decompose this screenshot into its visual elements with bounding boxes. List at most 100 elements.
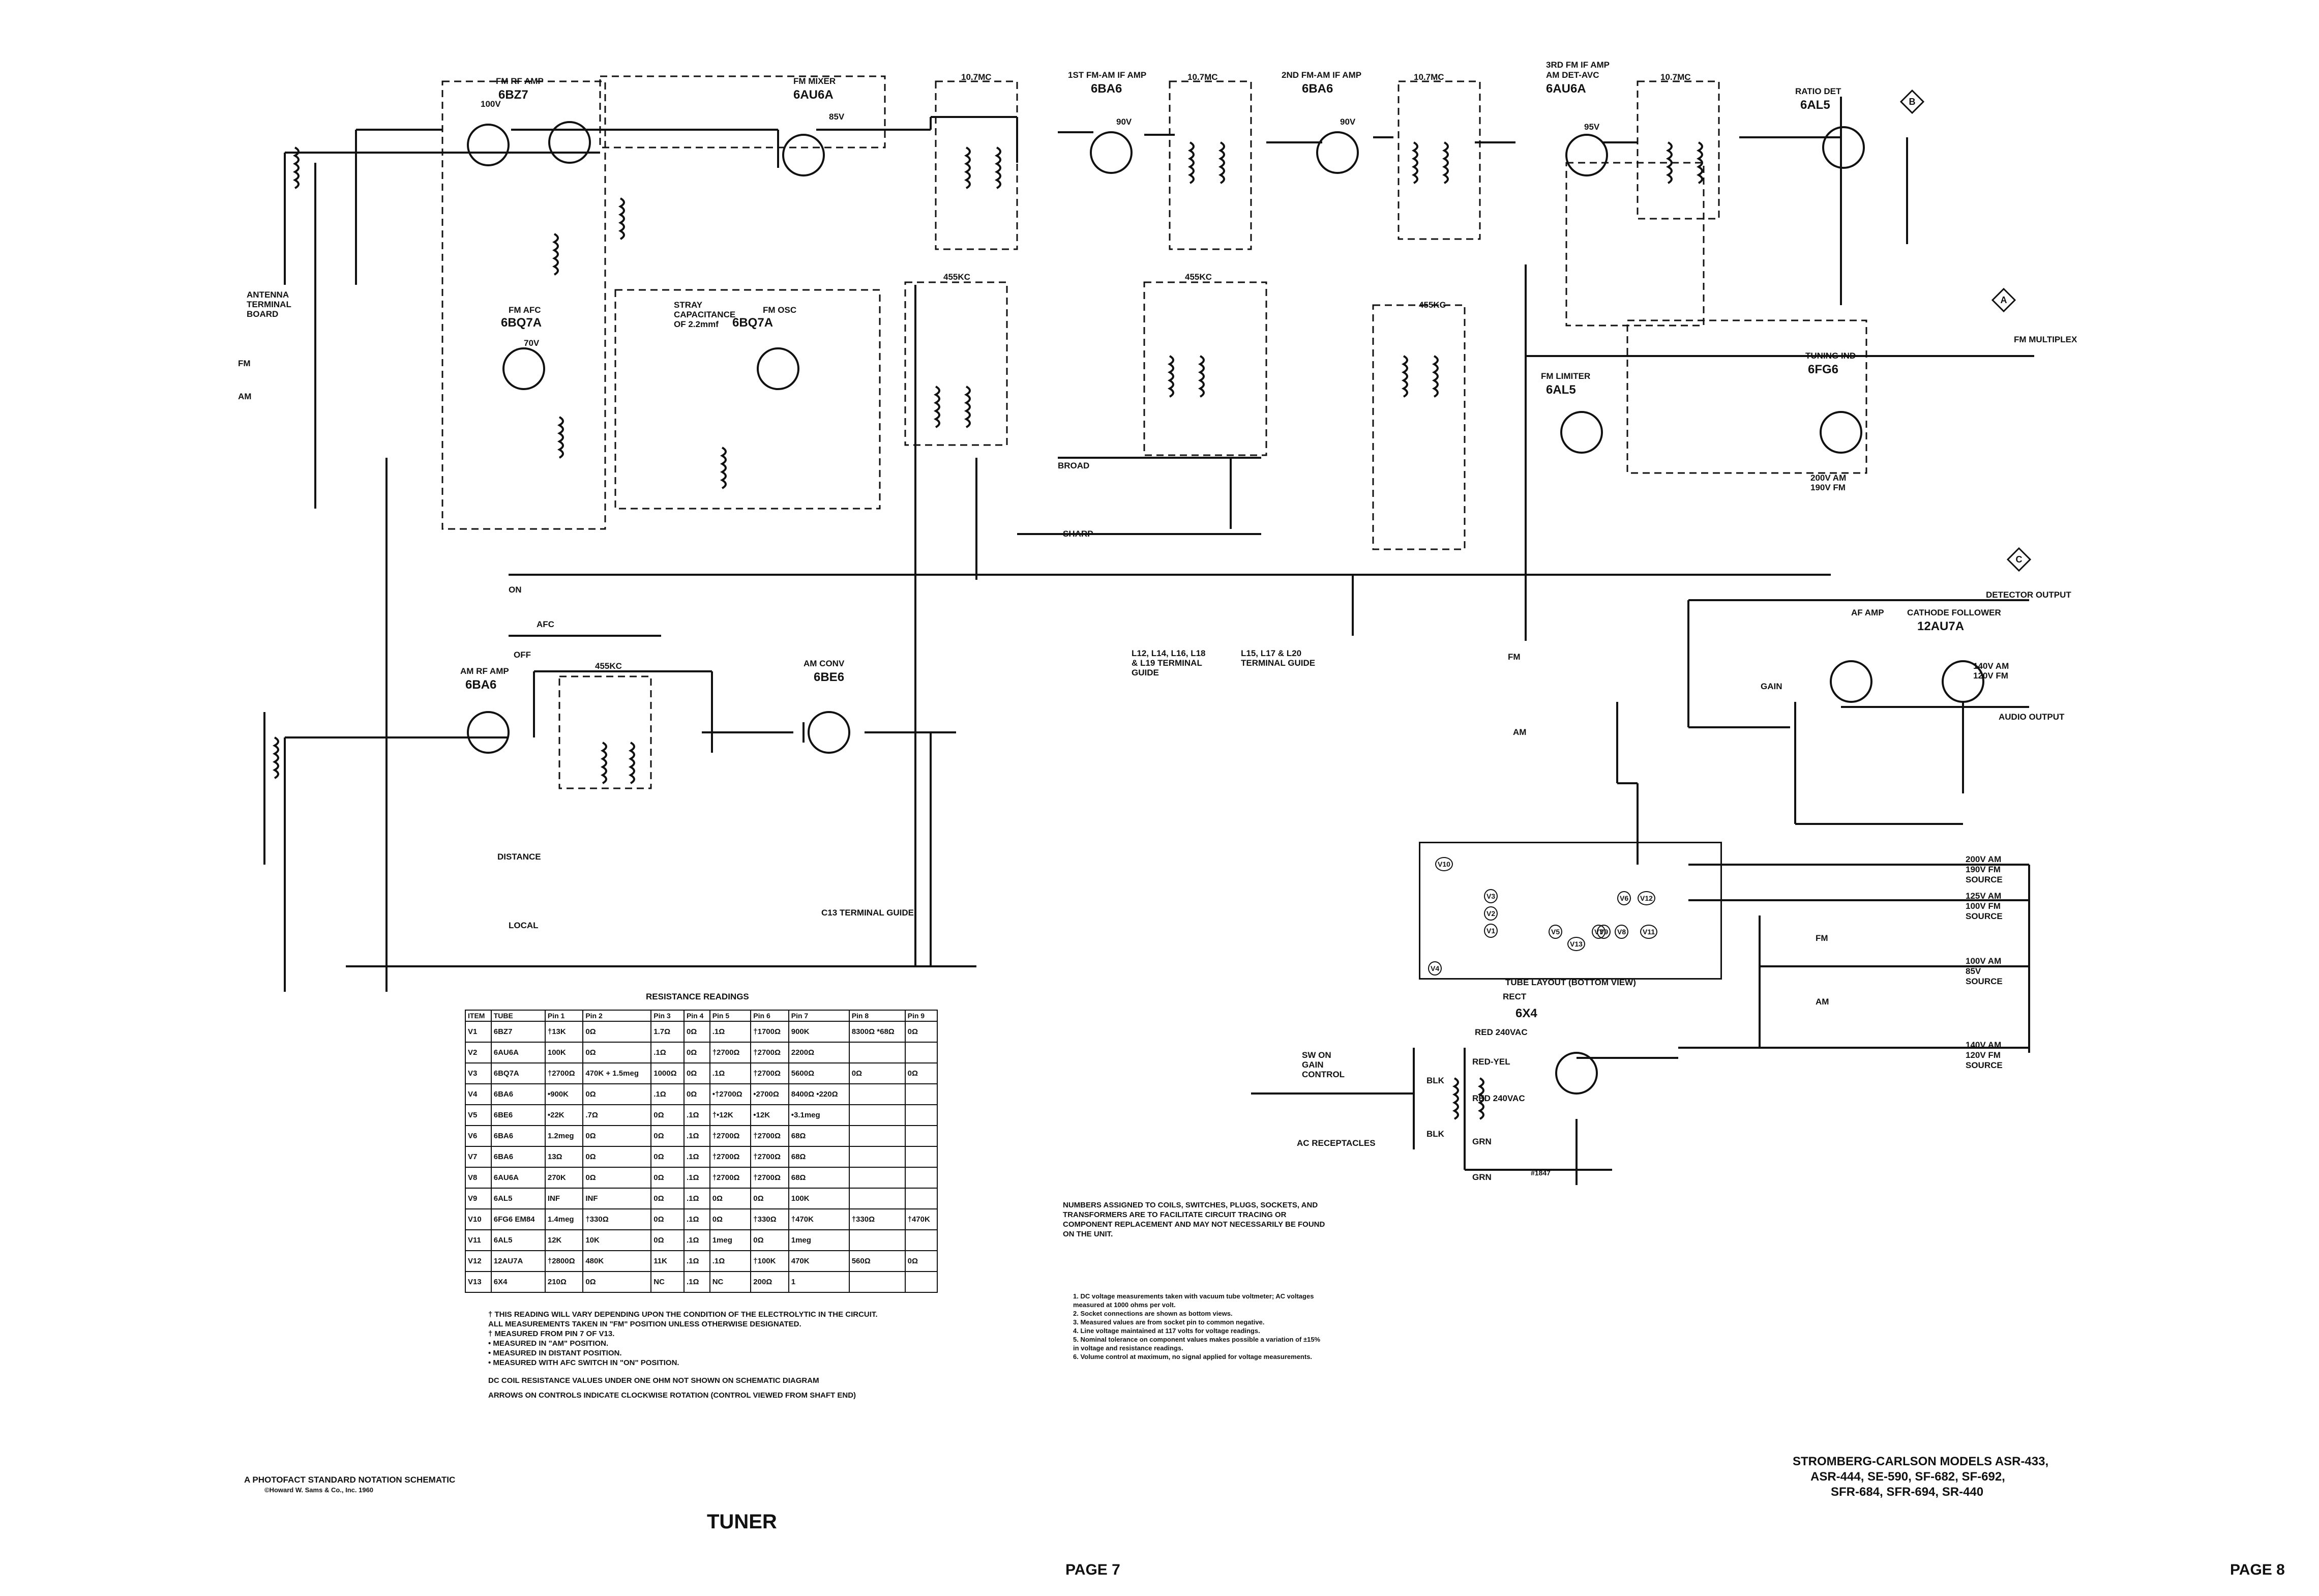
res-cell: †2700Ω: [750, 1146, 789, 1168]
res-cell: 5600Ω: [788, 1062, 850, 1084]
v9-tube-envelope: [1560, 411, 1603, 454]
coil-winding: [1218, 141, 1225, 184]
res-cell: 0Ω: [650, 1188, 685, 1209]
v1-type: 6BZ7: [498, 88, 528, 102]
fm-osc-label: FM OSC: [763, 305, 797, 315]
measurement-note: 2. Socket connections are shown as botto…: [1073, 1310, 1233, 1317]
res-cell: [848, 1083, 906, 1105]
res-cell: [848, 1042, 906, 1063]
page-7-label: PAGE 7: [1065, 1561, 1120, 1578]
res-cell: NC: [709, 1271, 752, 1293]
res-header-cell: TUBE: [490, 1010, 546, 1022]
tube-layout-socket: V2: [1484, 906, 1498, 921]
v3b-type: 6BQ7A: [732, 316, 774, 330]
signal-marker-shape: [2006, 547, 2032, 572]
if-455-3-label: 455KC: [1419, 300, 1446, 310]
table-note: • MEASURED IN "AM" POSITION.: [488, 1339, 609, 1348]
coil-winding: [1452, 1077, 1459, 1120]
v12-type: 12AU7A: [1917, 619, 1965, 633]
coil-winding: [1442, 141, 1449, 184]
v3a-type: 6BQ7A: [501, 316, 542, 330]
res-cell: †470K: [904, 1208, 938, 1230]
res-cell: V11: [465, 1229, 492, 1251]
am-conv-label: AM CONV: [804, 659, 845, 668]
shield-outline: [935, 80, 1018, 250]
source-100fm: 100V FM: [1966, 901, 2001, 911]
if-can-3-label: 10.7MC: [1414, 72, 1444, 82]
res-cell: [904, 1188, 938, 1209]
res-cell: [904, 1229, 938, 1251]
res-cell: 6BA6: [490, 1146, 546, 1168]
coil-winding: [1477, 1077, 1484, 1120]
res-cell: 0Ω: [904, 1062, 938, 1084]
if-can-2-label: 10.7MC: [1187, 72, 1218, 82]
tube-layout-socket: V3: [1484, 889, 1498, 903]
res-cell: 68Ω: [788, 1146, 850, 1168]
res-cell: .1Ω: [683, 1208, 710, 1230]
fm-afc-label: FM AFC: [509, 305, 541, 315]
v2-tube-envelope: [782, 134, 825, 176]
tube-layout-socket: V1: [1484, 924, 1498, 938]
res-cell: .1Ω: [650, 1042, 685, 1063]
source-140am: 140V AM: [1966, 1040, 2002, 1050]
if2-amp-label: 2ND FM-AM IF AMP: [1282, 70, 1362, 80]
if-455-4-label: 455KC: [595, 661, 622, 671]
v2-plate-voltage: 85V: [829, 112, 845, 122]
v7-type: 6BA6: [1302, 82, 1333, 96]
tube-layout-socket: V10: [1435, 857, 1453, 871]
tube-layout-box: [1419, 842, 1722, 980]
photofact-label: A PHOTOFACT STANDARD NOTATION SCHEMATIC: [244, 1475, 456, 1485]
ac-receptacles-label: AC RECEPTACLES: [1297, 1138, 1376, 1148]
shield-outline: [1626, 319, 1867, 474]
res-cell: V8: [465, 1167, 492, 1189]
measurement-note: 6. Volume control at maximum, no signal …: [1073, 1353, 1313, 1361]
xfmr-grn-label: GRN: [1472, 1137, 1492, 1146]
res-header-cell: Pin 1: [544, 1010, 584, 1022]
res-cell: 0Ω: [650, 1167, 685, 1189]
table-note: † THIS READING WILL VARY DEPENDING UPON …: [488, 1310, 878, 1319]
res-header-cell: ITEM: [465, 1010, 492, 1022]
res-cell: 0Ω: [709, 1188, 752, 1209]
res-cell: 0Ω: [750, 1188, 789, 1209]
coil-winding: [552, 233, 559, 276]
gain-label: GAIN: [1761, 682, 1782, 691]
res-cell: •900K: [544, 1083, 584, 1105]
sharp-label: SHARP: [1063, 529, 1093, 539]
source-4: SOURCE: [1966, 1060, 2003, 1070]
if3-amp-label: 3RD FM IF AMP: [1546, 60, 1610, 70]
res-cell: †2700Ω: [750, 1167, 789, 1189]
measurement-note: 1. DC voltage measurements taken with va…: [1073, 1292, 1314, 1309]
tube-layout-socket: V12: [1638, 891, 1655, 905]
shield-outline: [1398, 80, 1481, 240]
pilot-lamp-label: #1847: [1531, 1169, 1551, 1177]
v3a-tube-envelope: [502, 347, 545, 390]
res-cell: †330Ω: [750, 1208, 789, 1230]
numbering-note: NUMBERS ASSIGNED TO COILS, SWITCHES, PLU…: [1063, 1201, 1325, 1238]
res-cell: [904, 1271, 938, 1293]
coil-winding: [994, 146, 1001, 189]
table-note: † MEASURED FROM PIN 7 OF V13.: [488, 1329, 615, 1338]
res-cell: .1Ω: [709, 1062, 752, 1084]
res-cell: V12: [465, 1250, 492, 1272]
res-cell: 470K + 1.5meg: [582, 1062, 652, 1084]
source-85v: 85V: [1966, 966, 1981, 976]
source-200am: 200V AM: [1966, 854, 2002, 864]
res-cell: 100K: [544, 1042, 584, 1063]
fm-rf-amp-label: FM RF AMP: [496, 76, 544, 86]
res-cell: 0Ω: [683, 1062, 710, 1084]
res-cell: 0Ω: [848, 1062, 906, 1084]
res-cell: .1Ω: [709, 1250, 752, 1272]
res-cell: .1Ω: [709, 1021, 752, 1043]
res-cell: •2700Ω: [750, 1083, 789, 1105]
v3b-tube-envelope: [757, 347, 799, 390]
coil-winding: [964, 386, 971, 428]
shield-outline: [1565, 162, 1705, 327]
res-cell: .1Ω: [683, 1167, 710, 1189]
res-cell: 8300Ω *68Ω: [848, 1021, 906, 1043]
afc-off-label: OFF: [514, 650, 531, 660]
measurement-note: 3. Measured values are from socket pin t…: [1073, 1318, 1265, 1326]
